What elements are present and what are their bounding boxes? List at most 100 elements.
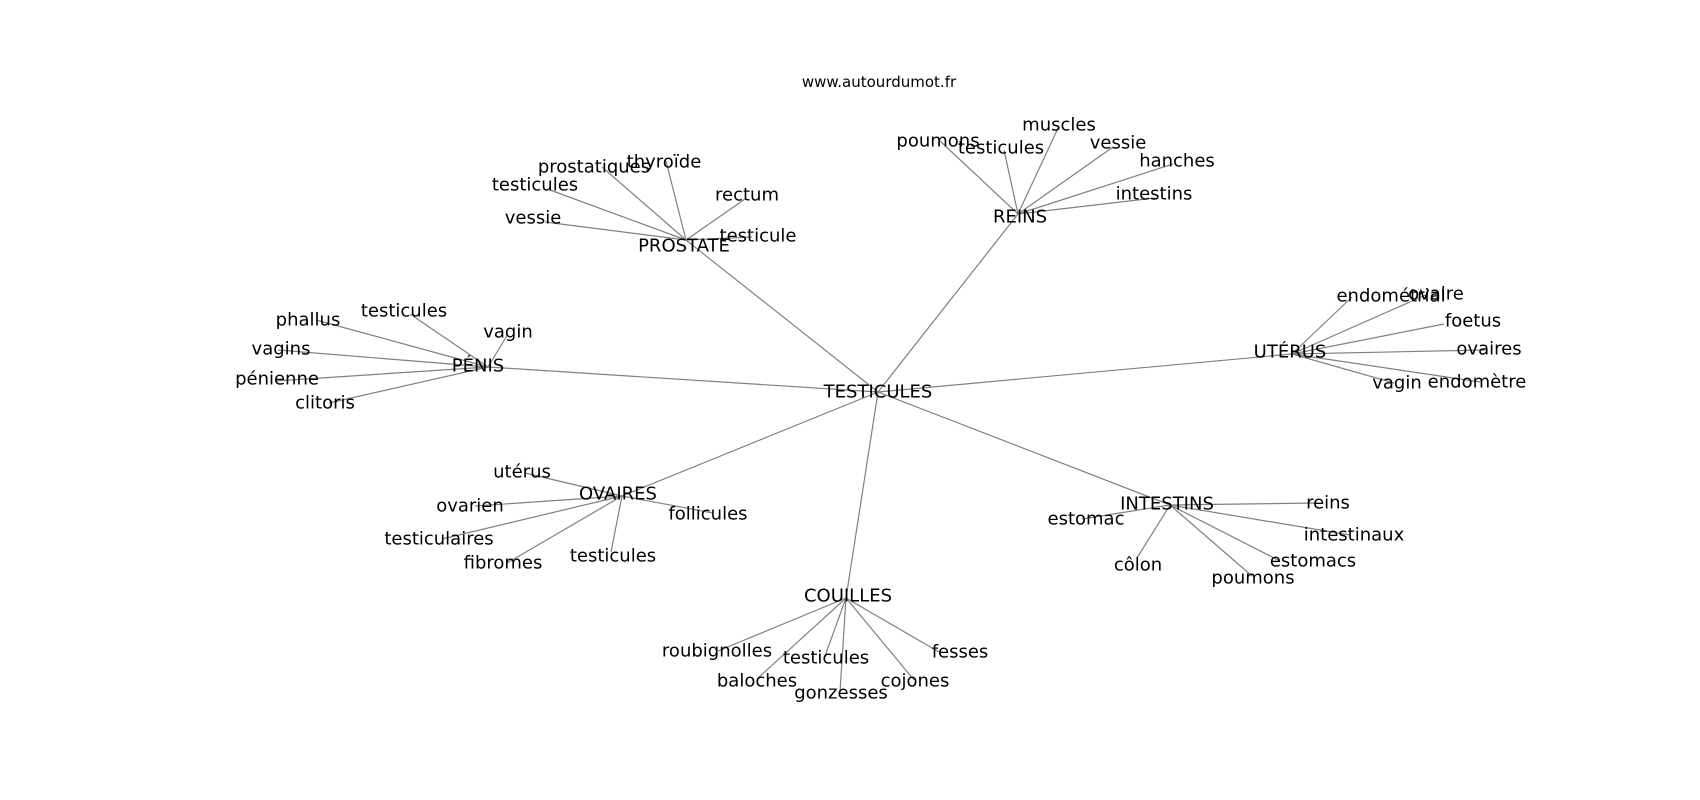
edge-root-uterus — [877, 353, 1293, 393]
edge-ovaires-leaf-4 — [506, 495, 623, 564]
edge-root-couilles — [845, 391, 879, 599]
leaf-node-reins-5[interactable]: intestins — [1116, 184, 1193, 205]
edge-root-penis — [487, 366, 879, 393]
leaf-node-penis-4[interactable]: pénienne — [235, 369, 319, 390]
hub-node-couilles[interactable]: COUILLES — [804, 586, 892, 607]
leaf-node-penis-5[interactable]: clitoris — [295, 393, 355, 414]
site-url-label: www.autourdumot.fr — [802, 73, 957, 91]
leaf-node-uterus-0[interactable]: endométrial — [1336, 286, 1445, 307]
edge-intestins-leaf-5 — [1169, 504, 1253, 577]
edge-prostate-leaf-2 — [549, 189, 687, 241]
leaf-node-couilles-0[interactable]: roubignolles — [662, 641, 772, 662]
edge-couilles-leaf-0 — [717, 597, 847, 652]
leaf-node-intestins-3[interactable]: estomacs — [1270, 551, 1356, 572]
leaf-node-penis-0[interactable]: testicules — [361, 301, 447, 322]
edge-uterus-leaf-2 — [1291, 323, 1445, 355]
edge-prostate-leaf-1 — [665, 160, 687, 241]
edge-ovaires-leaf-1 — [474, 495, 623, 507]
hub-node-intestins[interactable]: INTESTINS — [1120, 494, 1214, 515]
leaf-node-reins-2[interactable]: muscles — [1022, 115, 1096, 136]
edge-reins-leaf-5 — [1017, 197, 1156, 215]
leaf-node-prostate-1[interactable]: thyroïde — [627, 152, 702, 173]
edge-root-intestins — [877, 391, 1171, 506]
leaf-node-intestins-5[interactable]: poumons — [1211, 568, 1294, 589]
edge-intestins-leaf-3 — [1169, 504, 1281, 562]
edge-penis-leaf-4 — [274, 366, 489, 382]
leaf-node-reins-1[interactable]: testicules — [958, 138, 1044, 159]
edge-uterus-leaf-3 — [1291, 349, 1486, 355]
edge-uterus-leaf-1 — [1291, 293, 1429, 355]
edge-reins-leaf-1 — [1003, 149, 1019, 215]
edge-prostate-leaf-5 — [685, 236, 753, 241]
leaf-node-prostate-4[interactable]: vessie — [505, 208, 562, 229]
edge-prostate-leaf-3 — [685, 198, 746, 241]
edge-intestins-leaf-0 — [1081, 504, 1171, 520]
graph-edges — [274, 125, 1486, 693]
leaf-node-ovaires-0[interactable]: utérus — [493, 462, 551, 483]
edge-ovaires-leaf-0 — [524, 472, 623, 497]
hub-node-prostate[interactable]: PROSTATE — [638, 236, 730, 257]
leaf-node-ovaires-5[interactable]: testicules — [570, 546, 656, 567]
edge-prostate-leaf-0 — [601, 166, 687, 241]
edge-couilles-leaf-1 — [824, 597, 847, 657]
hub-node-ovaires[interactable]: OVAIRES — [579, 484, 657, 505]
edge-reins-leaf-4 — [1017, 163, 1174, 215]
edge-ovaires-leaf-2 — [621, 495, 714, 514]
leaf-node-couilles-2[interactable]: fesses — [932, 642, 989, 663]
leaf-node-reins-3[interactable]: vessie — [1090, 133, 1147, 154]
edge-penis-leaf-5 — [328, 366, 489, 404]
edge-intestins-leaf-4 — [1136, 504, 1171, 559]
leaf-node-reins-0[interactable]: poumons — [896, 131, 979, 152]
leaf-node-penis-2[interactable]: vagin — [483, 322, 533, 343]
leaf-node-prostate-5[interactable]: testicule — [720, 226, 797, 247]
edge-uterus-leaf-5 — [1291, 353, 1481, 383]
leaf-node-intestins-2[interactable]: intestinaux — [1304, 525, 1405, 546]
leaf-node-intestins-4[interactable]: côlon — [1114, 555, 1162, 576]
edge-couilles-leaf-2 — [845, 597, 940, 653]
leaf-node-ovaires-4[interactable]: fibromes — [464, 553, 543, 574]
hub-node-uterus[interactable]: UTÉRUS — [1254, 341, 1327, 363]
edge-penis-leaf-1 — [315, 319, 489, 368]
edge-penis-leaf-2 — [487, 333, 509, 368]
leaf-node-uterus-1[interactable]: ovaire — [1408, 284, 1464, 305]
edge-couilles-leaf-3 — [756, 597, 847, 680]
leaf-node-uterus-3[interactable]: ovaires — [1456, 339, 1521, 360]
leaf-node-uterus-2[interactable]: foetus — [1445, 311, 1501, 332]
hub-node-reins[interactable]: REINS — [993, 207, 1047, 228]
root-node-label[interactable]: TESTICULES — [823, 382, 933, 403]
edge-ovaires-leaf-3 — [441, 495, 623, 540]
edge-intestins-leaf-2 — [1169, 504, 1351, 536]
leaf-node-couilles-5[interactable]: cojones — [881, 671, 950, 692]
leaf-node-couilles-3[interactable]: baloches — [717, 671, 797, 692]
edge-reins-leaf-2 — [1017, 125, 1060, 215]
edge-couilles-leaf-4 — [839, 597, 847, 693]
edge-prostate-leaf-4 — [544, 221, 687, 241]
edge-uterus-leaf-4 — [1291, 353, 1395, 384]
hub-node-penis[interactable]: PÉNIS — [452, 355, 504, 377]
leaf-node-couilles-1[interactable]: testicules — [783, 648, 869, 669]
leaf-node-intestins-1[interactable]: reins — [1306, 493, 1350, 514]
leaf-node-prostate-2[interactable]: testicules — [492, 175, 578, 196]
edge-root-reins — [877, 213, 1019, 393]
leaf-node-prostate-3[interactable]: rectum — [715, 185, 779, 206]
leaf-node-prostate-0[interactable]: prostatiques — [538, 157, 650, 178]
edge-reins-leaf-3 — [1017, 146, 1114, 215]
leaf-node-reins-4[interactable]: hanches — [1139, 151, 1215, 172]
edge-ovaires-leaf-5 — [610, 495, 623, 553]
leaf-node-ovaires-2[interactable]: follicules — [668, 504, 747, 525]
edge-root-ovaires — [621, 391, 879, 497]
leaf-node-intestins-0[interactable]: estomac — [1048, 509, 1125, 530]
leaf-node-uterus-4[interactable]: vagin — [1372, 373, 1422, 394]
leaf-node-penis-3[interactable]: vagins — [252, 339, 311, 360]
edge-reins-leaf-0 — [939, 140, 1019, 215]
edge-intestins-leaf-1 — [1169, 502, 1319, 506]
leaf-node-couilles-4[interactable]: gonzesses — [794, 683, 888, 704]
edge-penis-leaf-3 — [277, 349, 489, 368]
leaf-node-uterus-5[interactable]: endomètre — [1428, 372, 1527, 393]
edge-couilles-leaf-5 — [845, 597, 915, 681]
leaf-node-penis-1[interactable]: phallus — [276, 310, 341, 331]
leaf-node-ovaires-1[interactable]: ovarien — [436, 496, 504, 517]
leaf-node-ovaires-3[interactable]: testiculaires — [384, 529, 493, 550]
